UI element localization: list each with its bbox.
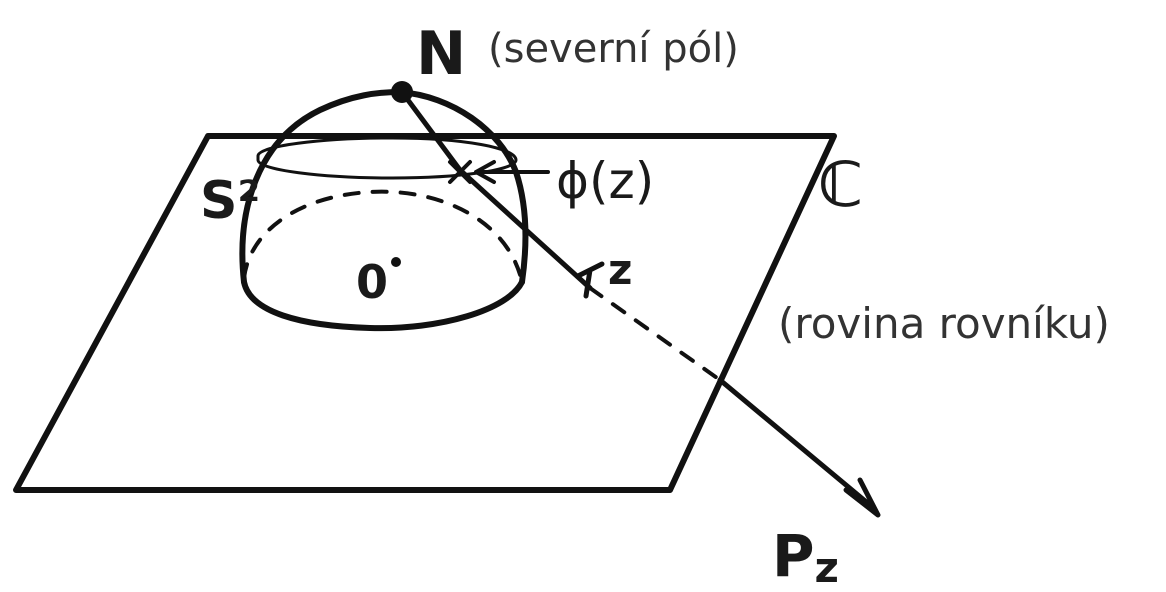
ray-label-main: P	[772, 522, 815, 590]
origin-point	[391, 257, 401, 267]
phi-z-pointer-arrow	[474, 160, 550, 184]
sphere-label: S²	[200, 171, 260, 231]
north-pole-note: (severní pól)	[488, 26, 739, 72]
plane-note-label: (rovina rovníku)	[778, 299, 1110, 348]
projection-ray-tail	[717, 377, 873, 508]
sphere-base-front	[241, 279, 525, 332]
ray-label: Pz	[772, 522, 839, 592]
point-z-label: z	[608, 245, 632, 294]
origin-label: 0	[356, 255, 388, 309]
point-z-tick	[575, 261, 605, 299]
ray-arrowhead-icon	[843, 477, 881, 518]
phi-z-cross-icon	[448, 160, 472, 184]
complex-plane-label: ℂ	[818, 148, 864, 221]
complex-plane-outline	[13, 133, 837, 493]
north-pole-label: N	[416, 19, 466, 89]
phi-z-label: ϕ(z)	[556, 152, 654, 210]
ray-label-subscript: z	[815, 543, 839, 592]
latitude-circle	[256, 136, 518, 180]
north-pole-point	[391, 81, 413, 103]
sphere-outline	[239, 89, 529, 285]
projection-ray-dashed	[588, 286, 722, 382]
